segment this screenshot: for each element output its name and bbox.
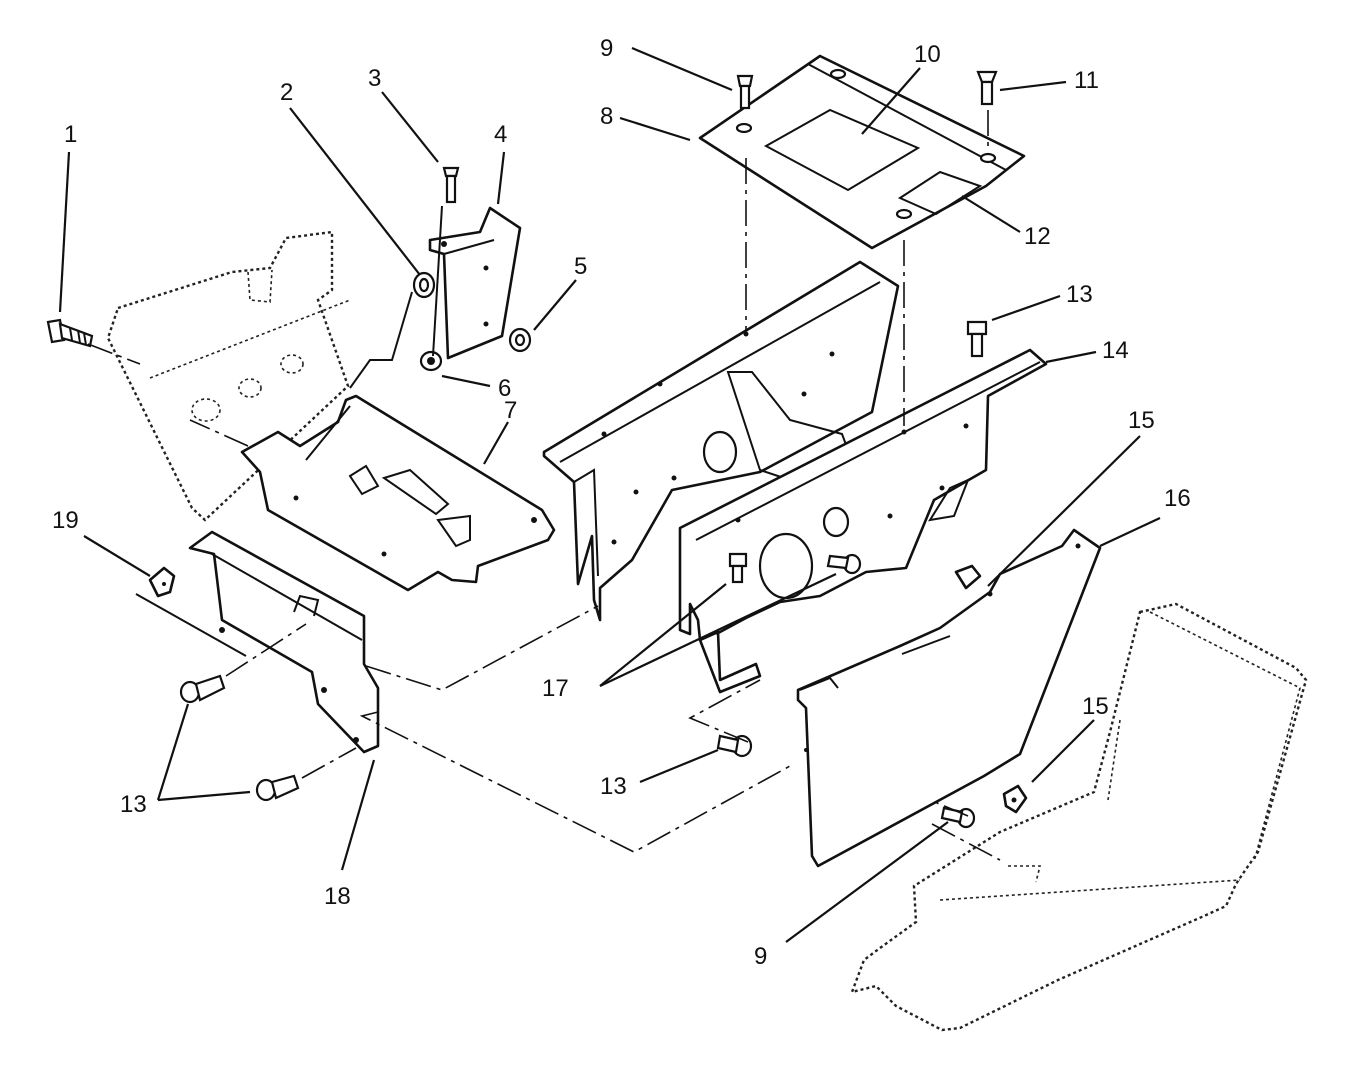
alignment-line-1	[87, 343, 141, 365]
callout-7: 7	[504, 397, 517, 424]
ghost-side-panel-left	[106, 230, 351, 522]
washer-part-2	[412, 271, 436, 299]
bolt-part-13-upper-left	[179, 674, 226, 704]
alignment-line-9c	[931, 823, 1001, 861]
callout-1: 1	[64, 121, 77, 148]
alignment-line-18	[359, 711, 791, 853]
callout-11: 11	[1074, 67, 1099, 94]
frame-tab-lower	[698, 630, 762, 694]
callout-18: 18	[324, 883, 351, 910]
callout-13-top: 13	[1066, 281, 1093, 308]
rod-line-2	[349, 291, 413, 389]
callout-19: 19	[52, 507, 79, 534]
alignment-line-13b	[301, 747, 357, 779]
callout-4: 4	[494, 121, 507, 148]
main-frame-center	[542, 260, 900, 622]
top-plate-part-8	[698, 54, 1026, 250]
callout-8: 8	[600, 103, 613, 130]
alignment-line-9b	[929, 799, 969, 817]
rod-line	[432, 205, 443, 357]
callout-9-top: 9	[600, 35, 613, 62]
callout-13-mid: 13	[600, 773, 627, 800]
callout-10: 10	[914, 41, 941, 68]
bolt-part-17-right	[826, 553, 862, 575]
callout-12: 12	[1024, 223, 1051, 250]
leader-lines	[58, 46, 1161, 943]
alignment-line-1b	[189, 419, 249, 447]
bolt-part-13-lower-mid	[716, 734, 753, 758]
screw-part-11	[976, 70, 998, 106]
callout-14: 14	[1102, 337, 1129, 364]
alignment-line-13c	[688, 679, 761, 743]
callout-15-bottom: 15	[1082, 693, 1109, 720]
callout-5: 5	[574, 253, 587, 280]
screw-part-3	[442, 166, 460, 204]
callout-15-top: 15	[1128, 407, 1155, 434]
clip-part-19	[135, 566, 247, 657]
bolt-part-13-upper-right	[966, 320, 988, 358]
rod-line-2b	[305, 405, 351, 461]
nut-part-5	[508, 327, 532, 353]
right-cover-part-16	[796, 528, 1102, 868]
clip-part-15-upper	[954, 564, 982, 590]
alignment-line-13a	[225, 623, 307, 677]
frame-side-panel-part-14	[678, 348, 1048, 642]
screw-part-9-top	[736, 74, 754, 110]
callout-labels: 1 2 3 4 5 6 7 8 9 9 10 11 12 13 13 13 14…	[52, 35, 1191, 970]
callout-13-left: 13	[120, 791, 147, 818]
ghost-seat-panel-right	[850, 602, 1308, 1032]
base-plate-part-7	[240, 394, 556, 592]
bolt-part-1	[46, 318, 94, 348]
callout-17: 17	[542, 675, 569, 702]
bolt-part-13-lower-left	[255, 774, 300, 802]
front-bracket-part-18	[188, 530, 380, 754]
nut-part-6	[419, 350, 443, 372]
callout-16: 16	[1164, 485, 1191, 512]
callout-3: 3	[368, 65, 381, 92]
callout-2: 2	[280, 79, 293, 106]
bracket-part-4	[428, 206, 522, 360]
callout-6: 6	[498, 375, 511, 402]
bolt-part-17-left	[728, 552, 748, 584]
clip-part-15-lower	[1002, 784, 1028, 814]
callout-9-bottom: 9	[754, 943, 767, 970]
